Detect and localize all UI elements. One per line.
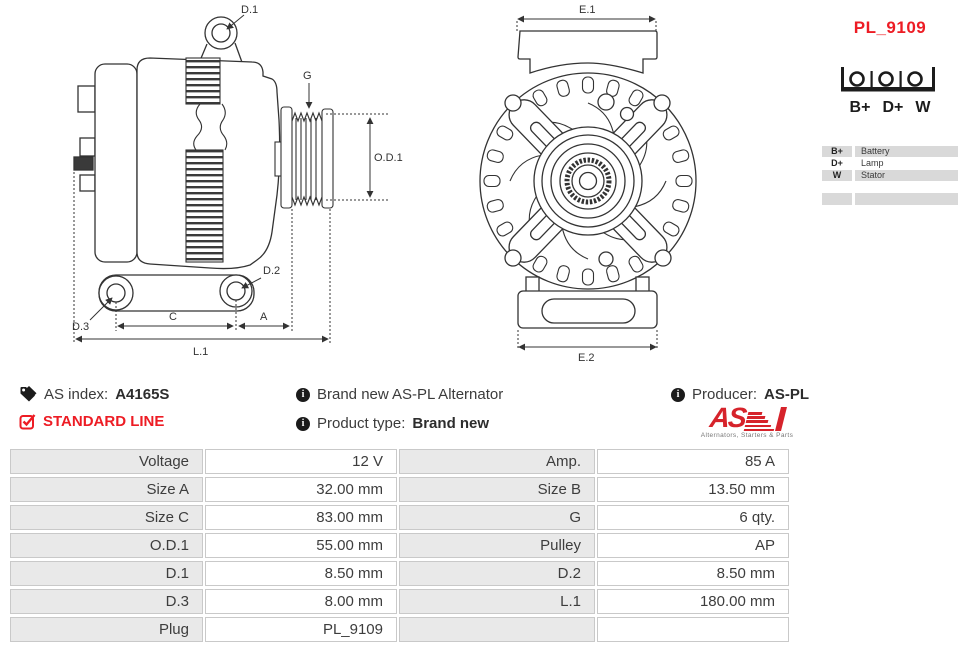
- spec-value: 12 V: [205, 449, 397, 474]
- spec-value: [597, 617, 789, 642]
- legend-term: B+: [822, 146, 852, 157]
- as-pl-logo: AS Alternators, Starters & Parts: [697, 402, 797, 439]
- spec-label: D.3: [10, 589, 203, 614]
- dim-label-od1: O.D.1: [374, 152, 403, 164]
- spec-label: L.1: [399, 589, 595, 614]
- legend-desc: Stator: [855, 170, 958, 181]
- mounting-ear: [204, 16, 238, 50]
- brand-new-row: i Brand new AS-PL Alternator: [296, 386, 503, 403]
- spec-label: [399, 617, 595, 642]
- dim-label-g: G: [303, 70, 312, 82]
- legend-desc: Battery: [855, 146, 958, 157]
- spec-label: D.1: [10, 561, 203, 586]
- spec-label: O.D.1: [10, 533, 203, 558]
- tag-icon: [20, 386, 37, 402]
- logo-tagline: Alternators, Starters & Parts: [700, 432, 794, 439]
- spec-value: 8.00 mm: [205, 589, 397, 614]
- checked-checkbox-icon: [19, 414, 36, 430]
- spec-value: 13.50 mm: [597, 477, 789, 502]
- spec-value: 8.50 mm: [205, 561, 397, 586]
- dim-label-a: A: [260, 311, 268, 323]
- spec-value: 32.00 mm: [205, 477, 397, 502]
- as-index-label: AS index:: [44, 385, 109, 403]
- spec-value: 55.00 mm: [205, 533, 397, 558]
- dim-label-c: C: [169, 311, 177, 323]
- spec-value: 6 qty.: [597, 505, 789, 530]
- product-type-label: Product type:: [317, 415, 406, 432]
- legend-desc: Lamp: [861, 158, 884, 168]
- product-type-row: i Product type: Brand new: [296, 415, 489, 432]
- terminal-d-plus: D+: [882, 99, 904, 116]
- as-index-value: A4165S: [115, 385, 170, 403]
- dim-label-d1: D.1: [241, 4, 258, 16]
- spec-value: 85 A: [597, 449, 789, 474]
- producer-value: AS-PL: [764, 386, 810, 403]
- spec-label: Size B: [399, 477, 595, 502]
- pulley-hub: [533, 126, 643, 236]
- standard-line-row: STANDARD LINE: [19, 413, 164, 430]
- part-code: PL_9109: [853, 18, 927, 37]
- product-type-value: Brand new: [412, 415, 490, 432]
- spec-value: 83.00 mm: [205, 505, 397, 530]
- brand-new-text: Brand new AS-PL Alternator: [317, 386, 504, 403]
- side-view-diagram: D.1 G O.D.1 D.2 D.3 C A L.1: [72, 4, 403, 358]
- spec-label: D.2: [399, 561, 595, 586]
- pulley: [280, 106, 334, 209]
- info-icon: i: [296, 387, 310, 402]
- spec-value: PL_9109: [205, 617, 397, 642]
- info-icon: i: [671, 387, 685, 402]
- terminal-b-plus: B+: [849, 99, 871, 116]
- spec-label: Amp.: [399, 449, 595, 474]
- as-index-row: AS index: A4165S: [19, 385, 169, 403]
- rear-cover: [94, 63, 138, 263]
- spec-value: AP: [597, 533, 789, 558]
- dim-label-l1: L.1: [193, 346, 208, 358]
- producer-label: Producer:: [692, 386, 758, 403]
- dim-label-d3: D.3: [72, 321, 89, 333]
- spec-label: Size C: [10, 505, 203, 530]
- legend-term: D+: [831, 158, 843, 168]
- connector-pinout-icon: [841, 67, 935, 92]
- spec-value: 8.50 mm: [597, 561, 789, 586]
- terminal-w: W: [915, 99, 931, 116]
- b-plus-stud: [73, 156, 94, 171]
- spec-label: Plug: [10, 617, 203, 642]
- dim-label-e1: E.1: [579, 4, 596, 16]
- producer-row: i Producer: AS-PL: [671, 386, 809, 403]
- top-bracket: [517, 30, 658, 74]
- front-view-diagram: E.1 E.2: [479, 4, 697, 364]
- spec-label: Pulley: [399, 533, 595, 558]
- spec-value: 180.00 mm: [597, 589, 789, 614]
- standard-line-label: STANDARD LINE: [43, 413, 165, 430]
- bottom-bracket: [517, 276, 658, 329]
- dim-label-e2: E.2: [578, 352, 595, 364]
- terminal-labels: B+ D+ W: [822, 99, 958, 117]
- spec-label: Size A: [10, 477, 203, 502]
- spec-label: Voltage: [10, 449, 203, 474]
- spec-label: G: [399, 505, 595, 530]
- logo-text: AS: [707, 402, 747, 433]
- dim-label-d2: D.2: [263, 265, 280, 277]
- legend-term: W: [822, 170, 852, 181]
- logo-stripes: [744, 411, 779, 431]
- logo-bar: [775, 407, 788, 431]
- spec-table: Voltage 12 V Amp. 85 A Size A 32.00 mm S…: [10, 449, 789, 642]
- terminal-legend: B+ Battery D+ Lamp W Stator: [822, 146, 958, 181]
- legend-empty-row: [822, 193, 958, 205]
- info-icon: i: [296, 416, 310, 431]
